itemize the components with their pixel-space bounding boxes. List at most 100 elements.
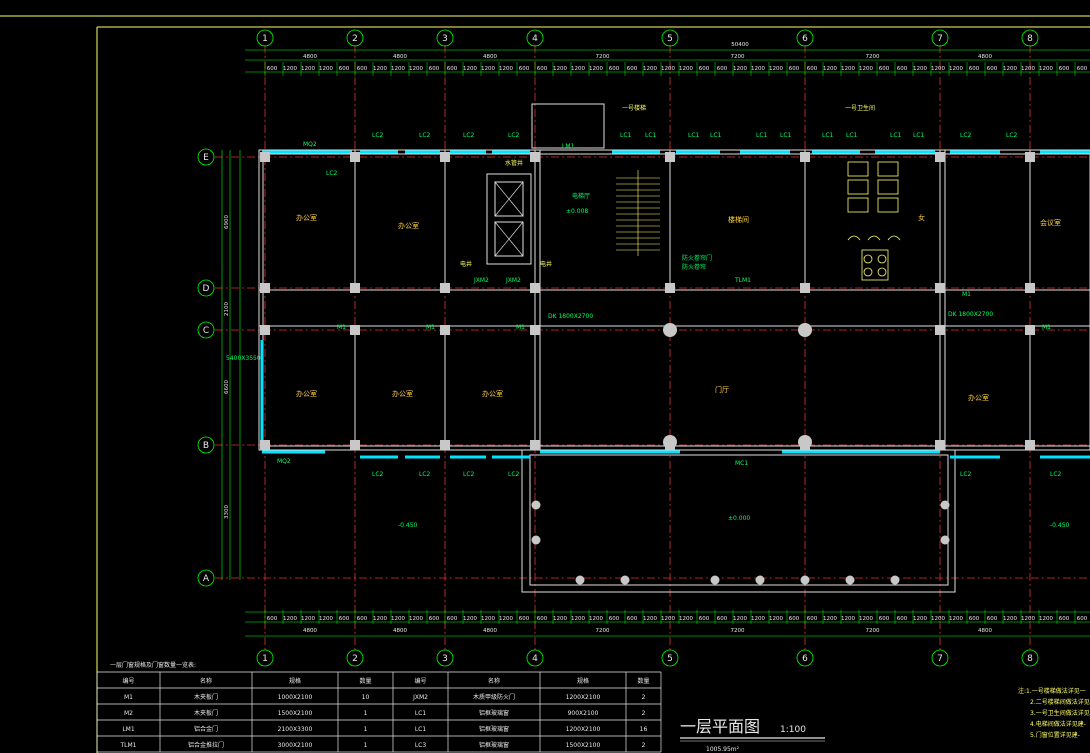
dim-seg: 1200 [481,66,495,72]
dim-seg: 600 [519,66,530,72]
dim-seg-bottom: 600 [699,616,710,622]
label-lm1: LM1 [562,143,575,150]
walls [258,103,1090,593]
column-small [531,535,541,545]
column-square [800,152,810,162]
dim-bay-bottom: 7200 [596,628,610,634]
label-m1-d: M1 [962,291,971,298]
axis-bubble-1 [256,649,274,667]
column-small [575,575,585,585]
dim-bay-bottom: 7200 [866,628,880,634]
dim-seg-bottom: 600 [627,616,638,622]
dim-left: 6900 [224,215,230,229]
label-lc2-d: LC2 [508,132,520,139]
dim-seg: 600 [447,66,458,72]
schedule-cell: JXM2 [412,694,428,701]
note-line: 2.二号楼梯间做法详见 [1030,698,1090,706]
label-level-right: -0.450 [1050,522,1070,529]
axis-label-x: 4 [532,34,538,44]
column-small [755,575,765,585]
column-round [798,323,812,337]
label-dk-a: DK 1800X2700 [548,313,593,320]
dim-seg-bottom: 600 [537,616,548,622]
schedule-header: 规格 [577,677,589,685]
dim-left: 3300 [224,505,230,519]
dim-bay-bottom: 7200 [731,628,745,634]
label-lc2-c: LC2 [463,132,475,139]
schedule-cell: LM1 [122,726,135,733]
stair-treads [616,170,660,256]
label-lc2-b: LC2 [419,132,431,139]
column-small [620,575,630,585]
schedule-header: 数量 [359,677,371,685]
label-m1-a: M1 [337,324,346,331]
dim-seg: 1200 [823,66,837,72]
room-meeting: 会议室 [1040,218,1061,227]
dim-seg-bottom: 600 [789,616,800,622]
dim-seg: 1200 [859,66,873,72]
axis-label-x: 7 [937,34,943,44]
schedule-cell: 2 [642,710,646,717]
column-square [350,152,360,162]
column-small [531,500,541,510]
dim-seg: 600 [429,66,440,72]
dim-seg-bottom: 1200 [679,616,693,622]
label-m1-b: M1 [426,324,435,331]
label-lc1-c: LC1 [688,132,700,139]
dim-left: 6600 [224,380,230,394]
dim-seg-bottom: 600 [1059,616,1070,622]
dim-seg: 1200 [751,66,765,72]
axis-label-x: 2 [352,654,358,664]
dim-seg-bottom: 600 [897,616,908,622]
dim-bay: 4800 [483,54,497,60]
label-door: 防火卷帘 [682,263,706,271]
dim-seg-bottom: 1200 [319,616,333,622]
axis-bubble-3 [436,29,454,47]
dim-seg: 1200 [391,66,405,72]
axis-label-x: 8 [1027,34,1033,44]
dim-seg-bottom: 1200 [463,616,477,622]
schedule-cell: 木夹板门 [194,709,218,717]
dim-seg-bottom: 1200 [553,616,567,622]
label-m1-e: M1 [1042,324,1051,331]
label-lc2-f: LC2 [1006,132,1018,139]
axis-bubble-6 [796,29,814,47]
axis-label-x: 1 [262,654,268,664]
label-dianjing-b: 电井 [540,260,552,268]
label-lc2-m: LC2 [1050,471,1062,478]
column-square [350,325,360,335]
label-tlm1: TLM1 [734,277,751,284]
column-square [935,440,945,450]
columns [260,152,1035,585]
schedule-cell: 1200X2100 [566,726,601,733]
label-lc1-h: LC1 [846,132,858,139]
axis-label-y: A [203,574,210,584]
dim-bay-bottom: 4800 [483,628,497,634]
axis-label-x: 3 [442,654,448,664]
label-level-left: -0.450 [398,522,418,529]
dim-bay: 4800 [978,54,992,60]
dim-seg-bottom: 600 [807,616,818,622]
dim-seg: 1200 [553,66,567,72]
label-lc1-d: LC1 [710,132,722,139]
axis-label-x: 6 [802,654,808,664]
dim-seg: 600 [537,66,548,72]
schedule-cell: 铝框玻璃窗 [479,709,509,717]
dim-seg: 1200 [841,66,855,72]
label-lc2-g: LC2 [326,170,338,177]
schedule-cell: 铝合金推拉门 [188,741,224,749]
axis-bubble-4 [526,649,544,667]
dim-seg: 600 [1059,66,1070,72]
dim-seg-bottom: 600 [717,616,728,622]
dim-seg: 600 [789,66,800,72]
column-small [940,535,950,545]
axis-bubble-8 [1021,649,1039,667]
schedule-cell: M2 [124,710,133,717]
dim-seg-bottom: 600 [609,616,620,622]
dim-seg: 600 [717,66,728,72]
column-square [260,440,270,450]
axis-label-x: 7 [937,654,943,664]
schedule-cell: 2 [642,694,646,701]
schedule-header: 名称 [488,677,500,685]
